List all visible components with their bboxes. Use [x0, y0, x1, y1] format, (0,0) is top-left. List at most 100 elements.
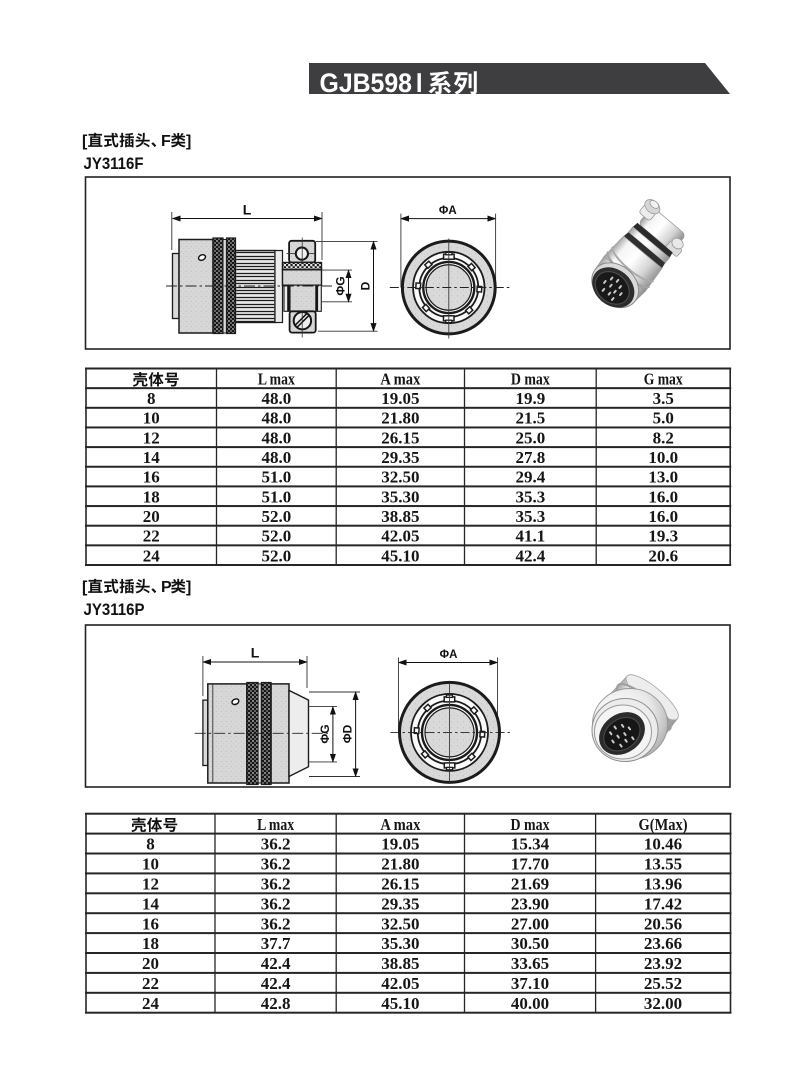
svg-text:25.0: 25.0 [515, 428, 545, 447]
svg-text:D max: D max [511, 370, 551, 389]
svg-text:22: 22 [142, 974, 159, 993]
svg-text:GJB598: GJB598 [320, 68, 413, 98]
svg-text:10: 10 [143, 409, 160, 428]
svg-text:20: 20 [143, 507, 160, 526]
svg-text:15.34: 15.34 [511, 835, 550, 854]
svg-text:42.4: 42.4 [261, 974, 291, 993]
svg-text:23.66: 23.66 [644, 934, 682, 953]
svg-text:]: ] [186, 133, 191, 150]
svg-text:D: D [359, 281, 373, 290]
svg-text:42.8: 42.8 [261, 994, 291, 1013]
svg-text:8: 8 [146, 835, 155, 854]
svg-text:36.2: 36.2 [261, 874, 291, 893]
svg-text:3.5: 3.5 [653, 389, 674, 408]
svg-text:21.80: 21.80 [381, 855, 419, 874]
svg-text:ΦA: ΦA [440, 649, 458, 661]
svg-text:12: 12 [142, 874, 159, 893]
svg-text:A max: A max [380, 370, 421, 389]
svg-text:P: P [161, 579, 172, 596]
svg-text:L max: L max [257, 815, 295, 834]
svg-text:45.10: 45.10 [381, 994, 419, 1013]
svg-text:48.0: 48.0 [261, 448, 291, 467]
svg-text:29.4: 29.4 [515, 468, 545, 487]
svg-text:D max: D max [511, 815, 551, 834]
svg-text:41.1: 41.1 [515, 527, 545, 546]
svg-text:17.70: 17.70 [511, 855, 549, 874]
svg-text:13.96: 13.96 [644, 874, 682, 893]
svg-text:19.3: 19.3 [648, 527, 678, 546]
svg-text:24: 24 [142, 994, 160, 1013]
svg-text:14: 14 [142, 894, 160, 913]
svg-text:13.0: 13.0 [648, 468, 678, 487]
svg-text:ΦG: ΦG [334, 276, 348, 295]
svg-text:29.35: 29.35 [381, 894, 419, 913]
svg-text:10: 10 [142, 855, 159, 874]
svg-text:36.2: 36.2 [261, 894, 291, 913]
svg-text:21.69: 21.69 [511, 874, 549, 893]
svg-text:10.0: 10.0 [648, 448, 678, 467]
svg-text:L max: L max [258, 370, 296, 389]
svg-text:51.0: 51.0 [261, 487, 291, 506]
svg-text:18: 18 [143, 487, 160, 506]
svg-text:35.30: 35.30 [381, 487, 419, 506]
svg-text:37.10: 37.10 [511, 974, 549, 993]
svg-text:8.2: 8.2 [653, 428, 674, 447]
svg-text:18: 18 [142, 934, 159, 953]
svg-text:8: 8 [147, 389, 156, 408]
svg-text:36.2: 36.2 [261, 835, 291, 854]
svg-text:30.50: 30.50 [511, 934, 549, 953]
svg-text:26.15: 26.15 [381, 428, 419, 447]
svg-text:16.0: 16.0 [648, 507, 678, 526]
svg-text:L: L [243, 202, 252, 218]
svg-text:35.3: 35.3 [515, 507, 545, 526]
svg-text:G max: G max [644, 370, 684, 389]
svg-text:38.85: 38.85 [381, 954, 419, 973]
svg-text:32.50: 32.50 [381, 914, 419, 933]
svg-text:14: 14 [143, 448, 161, 467]
svg-text:35.3: 35.3 [515, 487, 545, 506]
svg-text:16: 16 [143, 468, 160, 487]
svg-text:10.46: 10.46 [644, 835, 682, 854]
svg-text:40.00: 40.00 [511, 994, 549, 1013]
svg-text:48.0: 48.0 [261, 409, 291, 428]
svg-text:23.90: 23.90 [511, 894, 549, 913]
svg-text:ΦA: ΦA [439, 205, 457, 217]
svg-text:ΦD: ΦD [341, 724, 355, 743]
svg-text:21.5: 21.5 [515, 409, 545, 428]
svg-text:27.8: 27.8 [515, 448, 545, 467]
svg-text:21.80: 21.80 [381, 409, 419, 428]
svg-text:38.85: 38.85 [381, 507, 419, 526]
svg-text:24: 24 [143, 546, 161, 565]
svg-text:[: [ [82, 133, 88, 150]
svg-text:26.15: 26.15 [381, 874, 419, 893]
svg-text:13.55: 13.55 [644, 855, 682, 874]
svg-text:A max: A max [380, 815, 421, 834]
svg-text:52.0: 52.0 [261, 507, 291, 526]
svg-text:19.05: 19.05 [381, 389, 419, 408]
svg-text:16.0: 16.0 [648, 487, 678, 506]
svg-text:19.05: 19.05 [381, 835, 419, 854]
svg-text:G(Max): G(Max) [639, 815, 688, 834]
svg-text:20.6: 20.6 [648, 546, 678, 565]
svg-text:36.2: 36.2 [261, 855, 291, 874]
svg-text:32.50: 32.50 [381, 468, 419, 487]
svg-text:25.52: 25.52 [644, 974, 682, 993]
svg-text:]: ] [186, 579, 191, 596]
svg-text:JY3116P: JY3116P [84, 600, 145, 619]
svg-text:20.56: 20.56 [644, 914, 682, 933]
svg-text:33.65: 33.65 [511, 954, 549, 973]
svg-text:[: [ [82, 579, 88, 596]
svg-text:45.10: 45.10 [381, 546, 419, 565]
svg-text:29.35: 29.35 [381, 448, 419, 467]
svg-text:52.0: 52.0 [261, 546, 291, 565]
svg-text:5.0: 5.0 [653, 409, 674, 428]
svg-text:ΦG: ΦG [318, 724, 332, 743]
svg-text:42.05: 42.05 [381, 974, 419, 993]
svg-text:17.42: 17.42 [644, 894, 682, 913]
svg-text:36.2: 36.2 [261, 914, 291, 933]
svg-text:37.7: 37.7 [261, 934, 291, 953]
svg-text:52.0: 52.0 [261, 527, 291, 546]
svg-text:32.00: 32.00 [644, 994, 682, 1013]
svg-text:48.0: 48.0 [261, 389, 291, 408]
svg-text:23.92: 23.92 [644, 954, 682, 973]
